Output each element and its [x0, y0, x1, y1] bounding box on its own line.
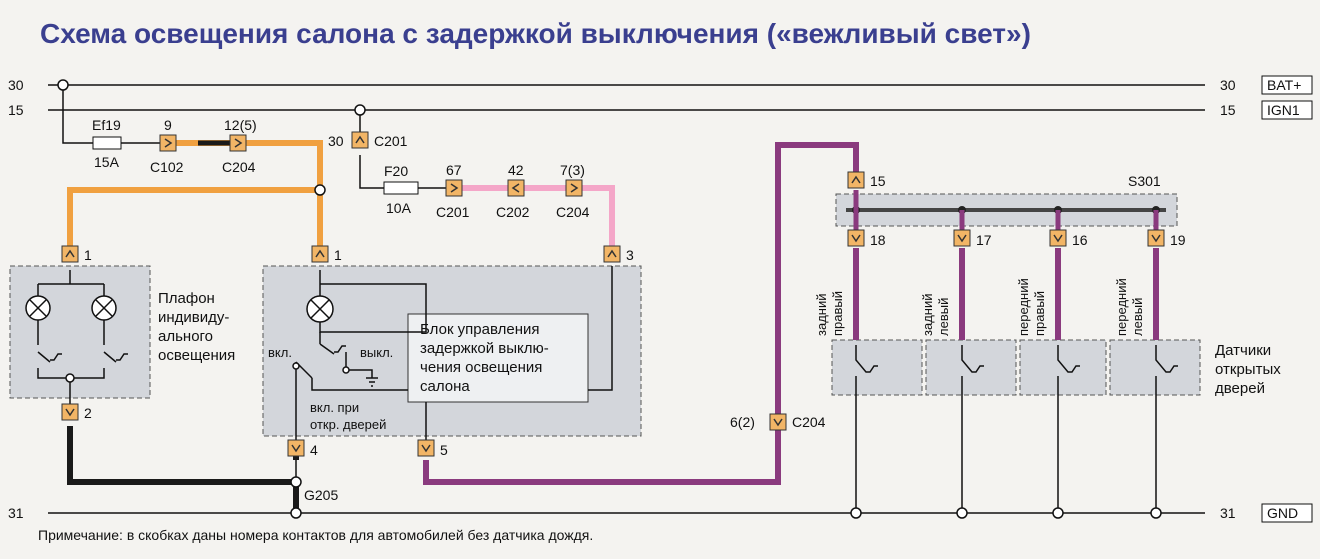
rail-15-left: 15	[8, 102, 24, 118]
connector-ctrl-3	[603, 245, 621, 263]
lamp-block	[9, 265, 151, 399]
c201-label-a: C201	[374, 133, 408, 149]
connector-s301-17	[953, 229, 971, 247]
c204-label-b: C204	[556, 204, 590, 220]
door-sensors-title-3: дверей	[1215, 380, 1265, 397]
fuse-f20	[383, 181, 419, 195]
door-sensor-front-left	[1109, 339, 1201, 396]
s301-pin-18: 18	[870, 232, 886, 248]
footnote: Примечание: в скобках даны номера контак…	[38, 527, 594, 543]
connector-c204-7	[565, 179, 583, 197]
connector-s301-16	[1049, 229, 1067, 247]
c202-label: C202	[496, 204, 530, 220]
c204-pin-7: 7(3)	[560, 162, 585, 178]
c102-label: C102	[150, 159, 184, 175]
s301-pin-16: 16	[1072, 232, 1088, 248]
door-sensors-title-2: открытых	[1215, 361, 1281, 378]
ground-g205: G205	[304, 487, 338, 503]
door-label-front-left-2: левый	[1130, 298, 1145, 336]
fuse-f20-name: F20	[384, 163, 408, 179]
lamp-block-label-3: ального	[158, 328, 213, 345]
wire-purple-doors	[853, 248, 1159, 340]
switch-on-label: вкл.	[268, 345, 292, 360]
fuse-ef19	[92, 136, 122, 150]
wire-purple	[423, 142, 859, 485]
c201-pin-30: 30	[328, 133, 344, 149]
fuse-ef19-name: Ef19	[92, 117, 121, 133]
door-label-rear-right-1: задний	[814, 294, 829, 336]
connector-ctrl-5	[417, 439, 435, 457]
connector-c204-12	[229, 134, 247, 152]
door-sensor-front-right	[1019, 339, 1107, 396]
c204-pin-6: 6(2)	[730, 414, 755, 430]
connector-s301-18	[847, 229, 865, 247]
c204-label-a: C204	[222, 159, 256, 175]
diagram-title: Схема освещения салона с задержкой выклю…	[40, 18, 1031, 49]
rail-31-right: 31	[1220, 505, 1236, 521]
door-on-label-1: вкл. при	[310, 400, 359, 415]
ctrl-pin-5: 5	[440, 442, 448, 458]
ign-box: IGN1	[1267, 102, 1300, 118]
connector-ctrl-4	[287, 439, 305, 457]
door-label-rear-left-1: задний	[920, 294, 935, 336]
c202-pin: 42	[508, 162, 524, 178]
s301-label: S301	[1128, 173, 1161, 189]
connector-c102	[159, 134, 177, 152]
c201-label-b: C201	[436, 204, 470, 220]
door-on-label-2: откр. дверей	[310, 417, 386, 432]
door-label-rear-left-2: левый	[936, 298, 951, 336]
wire-black-ground	[67, 426, 299, 513]
door-sensors-title-1: Датчики	[1215, 342, 1271, 359]
lamp-pin-1: 1	[84, 247, 92, 263]
wire-pink	[454, 185, 615, 246]
ctrl-pin-4: 4	[310, 442, 318, 458]
fuse-f20-rating: 10A	[386, 200, 412, 216]
s301-pin-15: 15	[870, 173, 886, 189]
door-label-front-right-1: передний	[1016, 278, 1031, 336]
ctrl-label-2: задержкой выклю-	[420, 340, 549, 357]
rail-15-right: 15	[1220, 102, 1236, 118]
s301-pin-19: 19	[1170, 232, 1186, 248]
c204-label-c: C204	[792, 414, 826, 430]
control-inner-box	[407, 313, 589, 403]
connector-ctrl-1	[311, 245, 329, 263]
connector-c201-30	[351, 131, 369, 149]
rail-30-left: 30	[8, 77, 24, 93]
door-sensor-rear-right	[831, 339, 923, 396]
lamp-block-label-2: индивиду-	[158, 309, 229, 326]
c204-pin-12: 12(5)	[224, 117, 257, 133]
door-label-rear-right-2: правый	[830, 291, 845, 336]
lamp-icon	[25, 295, 334, 323]
s301-pin-17: 17	[976, 232, 992, 248]
lamp-block-label-4: освещения	[158, 347, 235, 364]
door-label-front-right-2: правый	[1032, 291, 1047, 336]
c102-pin: 9	[164, 117, 172, 133]
ctrl-label-4: салона	[420, 378, 470, 395]
ctrl-label-3: чения освещения	[420, 359, 542, 376]
door-sensor-rear-left	[925, 339, 1017, 396]
connector-c204-6	[769, 413, 787, 431]
connector-c201-67	[445, 179, 463, 197]
connector-s301-19	[1147, 229, 1165, 247]
gnd-box: GND	[1267, 505, 1298, 521]
lamp-block-label-1: Плафон	[158, 290, 215, 307]
ctrl-pin-3: 3	[626, 247, 634, 263]
lamp-pin-2: 2	[84, 405, 92, 421]
switch-off-label: выкл.	[360, 345, 393, 360]
door-label-front-left-1: передний	[1114, 278, 1129, 336]
ctrl-label-1: Блок управления	[420, 321, 539, 338]
bat-box: BAT+	[1267, 77, 1301, 93]
ctrl-pin-1: 1	[334, 247, 342, 263]
connector-c202	[507, 179, 525, 197]
fuse-ef19-rating: 15A	[94, 154, 120, 170]
c201-pin-67: 67	[446, 162, 462, 178]
rail-31-left: 31	[8, 505, 24, 521]
rail-30-right: 30	[1220, 77, 1236, 93]
connector-lamp-2	[61, 403, 79, 421]
connector-lamp-1	[61, 245, 79, 263]
connector-s301-15	[847, 171, 865, 189]
